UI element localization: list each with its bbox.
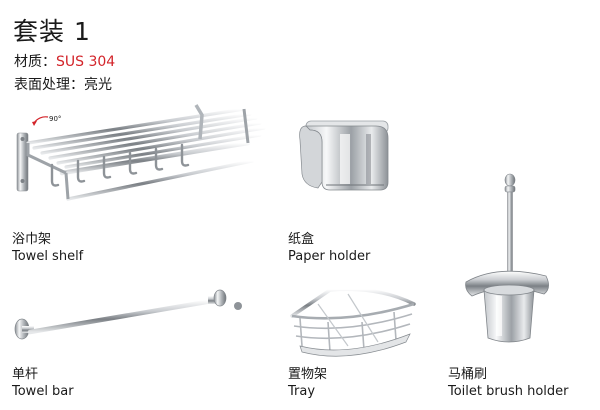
toilet-brush-holder-image: [465, 173, 549, 343]
paper-holder-name-cn: 纸盒: [288, 232, 315, 247]
paper-holder-card: 纸盒 Paper holder: [288, 112, 438, 264]
tray-name-cn: 置物架: [288, 367, 328, 382]
rotation-annotation: 90°: [49, 115, 61, 123]
material-value: SUS 304: [56, 54, 116, 70]
toilet-brush-name-cn: 马桶刷: [448, 367, 488, 382]
towel-bar-image: [14, 289, 242, 340]
towel-bar-name-cn: 单杆: [12, 367, 39, 382]
towel-bar-card: 单杆 Towel bar: [12, 288, 262, 400]
toilet-brush-name-en: Toilet brush holder: [448, 384, 569, 399]
finish-value: 亮光: [84, 77, 112, 93]
toilet-brush-card: 马桶刷 Toilet brush holder: [448, 172, 600, 400]
towel-shelf-image: 90°: [16, 104, 266, 201]
paper-holder-image: [299, 120, 389, 191]
towel-shelf-card: 90° 浴巾架 Towel shelf: [12, 95, 267, 265]
tray-card: 置物架 Tray: [288, 284, 438, 400]
tray-name-en: Tray: [288, 384, 316, 399]
towel-shelf-name-en: Towel shelf: [12, 249, 84, 264]
finish-label: 表面处理：: [14, 77, 84, 93]
paper-holder-name-en: Paper holder: [288, 249, 371, 264]
towel-bar-name-en: Towel bar: [12, 384, 74, 399]
finish-spec: 表面处理：亮光: [14, 76, 112, 94]
material-label: 材质：: [14, 54, 56, 70]
corner-tray-image: [290, 287, 416, 357]
material-spec: 材质：SUS 304: [14, 53, 115, 71]
page-title: 套装 1: [13, 17, 91, 46]
towel-shelf-name-cn: 浴巾架: [12, 232, 52, 247]
